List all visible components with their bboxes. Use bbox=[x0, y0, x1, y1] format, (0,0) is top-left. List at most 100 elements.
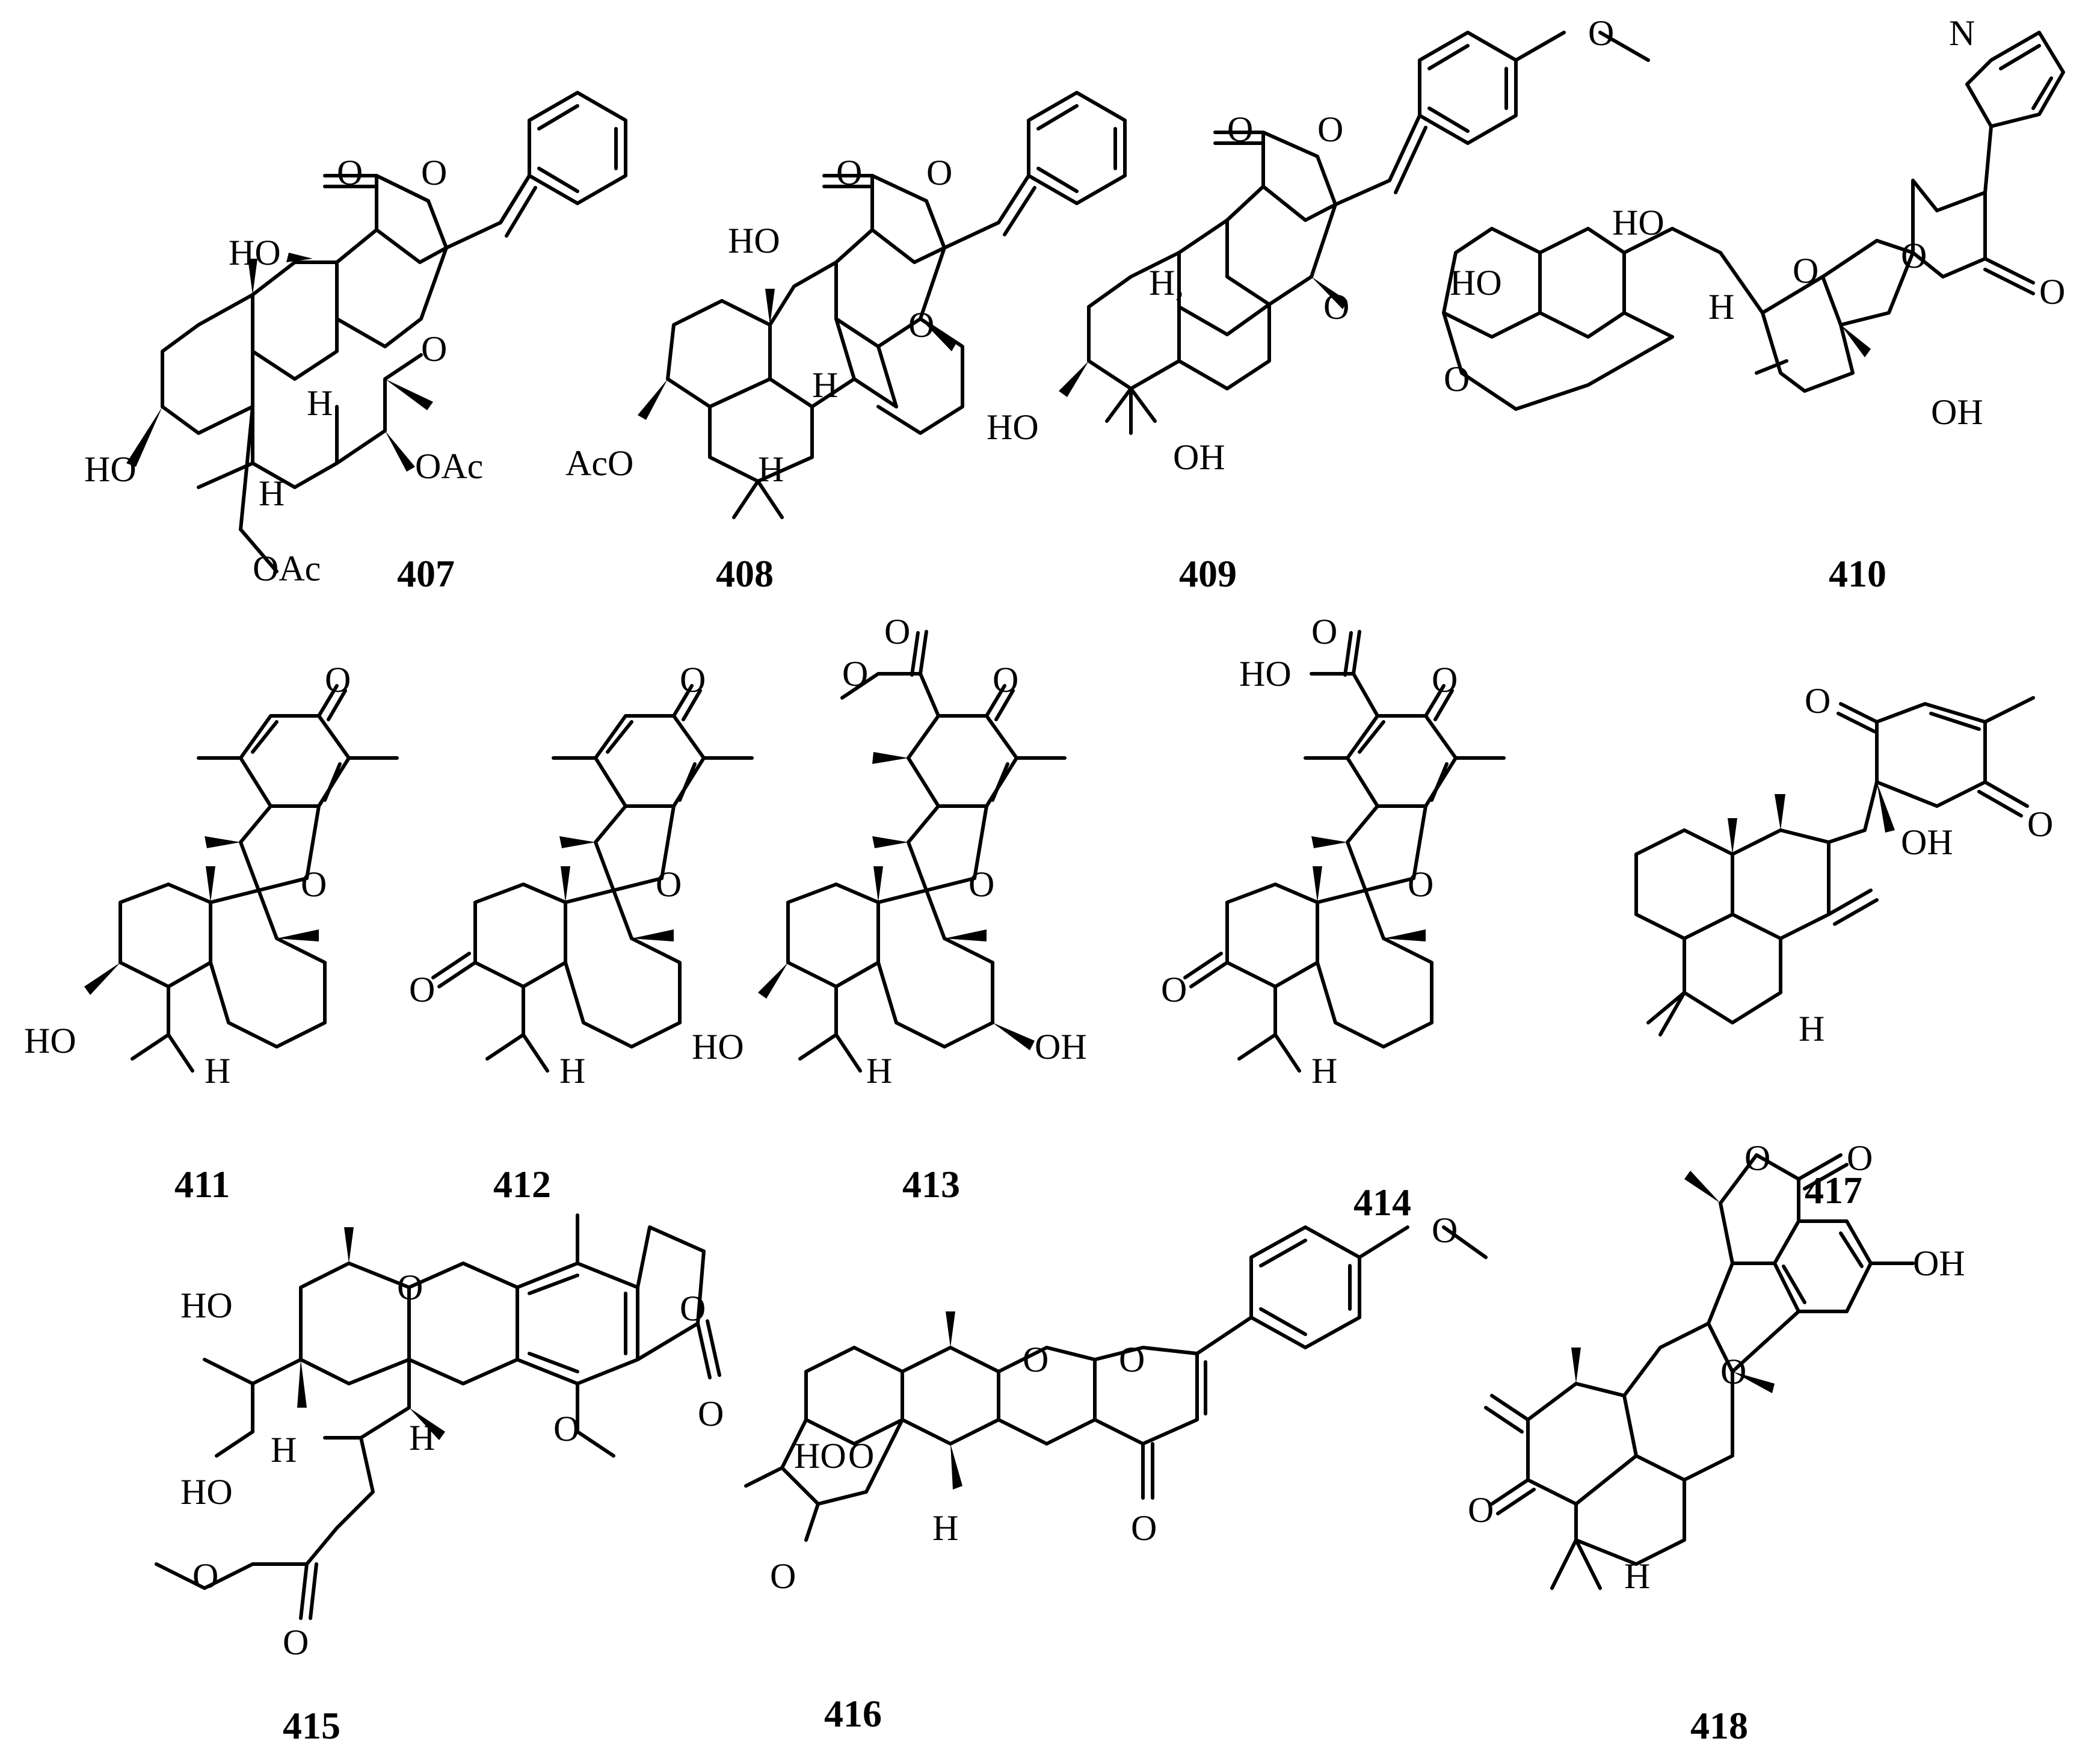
atom-o-412b: O bbox=[656, 864, 682, 904]
atom-o-411a: O bbox=[325, 660, 351, 700]
atom-o-413a: O bbox=[884, 612, 910, 652]
atom-ho-407a: HO bbox=[229, 233, 281, 273]
atom-h-413: H bbox=[866, 1051, 892, 1091]
atom-h-407b: H bbox=[259, 473, 285, 513]
atom-o-418a: O bbox=[1744, 1138, 1770, 1178]
atom-o-414c: O bbox=[1408, 864, 1433, 904]
atom-h-410: H bbox=[1708, 287, 1734, 327]
atom-o-407c: O bbox=[421, 329, 447, 369]
atom-h-408b: H bbox=[758, 449, 784, 489]
compound-416: O O O O HO O O H 416 bbox=[744, 1210, 1488, 1735]
atom-ho-411: HO bbox=[24, 1021, 76, 1061]
atom-oh-410: OH bbox=[1931, 392, 1983, 432]
compound-418: O O OH O O H 418 bbox=[1468, 1138, 1965, 1747]
atom-o-411b: O bbox=[301, 864, 327, 904]
compound-id-408: 408 bbox=[716, 552, 774, 595]
compound-id-418: 418 bbox=[1690, 1704, 1748, 1747]
atom-h-417: H bbox=[1799, 1009, 1824, 1049]
atom-o-412a: O bbox=[680, 660, 706, 700]
atom-o-415b: O bbox=[680, 1289, 706, 1328]
atom-h-414: H bbox=[1311, 1051, 1337, 1091]
compound-id-409: 409 bbox=[1179, 552, 1237, 595]
atom-o-417a: O bbox=[1805, 681, 1831, 721]
atom-oac-407a: OAc bbox=[415, 446, 483, 486]
compound-417: O O OH H 417 bbox=[1634, 681, 2053, 1212]
atom-h-411: H bbox=[205, 1051, 230, 1091]
compound-id-407: 407 bbox=[397, 552, 455, 595]
atom-o-414a: O bbox=[1311, 612, 1337, 652]
atom-aco-408: AcO bbox=[565, 443, 633, 483]
compound-408: O O O HO AcO H H 408 bbox=[565, 91, 1127, 595]
atom-ho-415b: HO bbox=[180, 1472, 233, 1512]
compound-410: N O O O HO HO O OH H 410 bbox=[1442, 13, 2065, 595]
compound-407: O O O HO HO OAc OAc H H 407 bbox=[84, 91, 627, 595]
atom-o-409a: O bbox=[1227, 109, 1253, 149]
compound-415: O O O O HO HO H H O O 415 bbox=[155, 1213, 724, 1747]
compound-id-412: 412 bbox=[493, 1163, 551, 1206]
atom-ho-409: HO bbox=[987, 407, 1039, 447]
atom-o-414d: O bbox=[1161, 970, 1187, 1009]
compound-id-416: 416 bbox=[824, 1692, 882, 1735]
atom-h-409: H, bbox=[1149, 263, 1184, 303]
atom-o-415d: O bbox=[553, 1409, 579, 1449]
atom-o-418b: O bbox=[1847, 1138, 1873, 1178]
atom-ho-415a: HO bbox=[180, 1286, 233, 1325]
atom-oh-417: OH bbox=[1901, 822, 1953, 862]
compound-414: O HO O O O H 414 bbox=[1161, 612, 1506, 1224]
atom-n-410: N bbox=[1949, 13, 1975, 53]
atom-o-410a: O bbox=[1793, 251, 1818, 291]
atom-o-408a: O bbox=[836, 153, 862, 193]
atom-o-414b: O bbox=[1432, 660, 1458, 700]
atom-ho-416: HO bbox=[794, 1436, 846, 1476]
atom-o-410b: O bbox=[1901, 236, 1927, 276]
atom-o-407b: O bbox=[421, 153, 447, 193]
atom-o-416c: O bbox=[1131, 1508, 1157, 1548]
atom-o-413d: O bbox=[968, 864, 994, 904]
atom-ho-413: HO bbox=[692, 1027, 744, 1067]
atom-o-412c: O bbox=[409, 970, 435, 1009]
compound-id-414: 414 bbox=[1353, 1181, 1411, 1224]
atom-o-409b: O bbox=[1317, 109, 1343, 149]
atom-o-415c: O bbox=[698, 1394, 724, 1434]
atom-o-407a: O bbox=[337, 153, 363, 193]
atom-o-410d: O bbox=[1444, 359, 1470, 399]
atom-oh-409: OH bbox=[1173, 437, 1225, 477]
atom-h-412: H bbox=[559, 1051, 585, 1091]
atom-o-413c: O bbox=[993, 660, 1018, 700]
atom-o-417b: O bbox=[2027, 804, 2053, 844]
atom-o-416a: O bbox=[1023, 1340, 1048, 1379]
atom-o-416b: O bbox=[1119, 1340, 1145, 1379]
atom-oac-407b: OAc bbox=[253, 549, 321, 588]
compound-411: O O HO H 411 bbox=[24, 660, 399, 1206]
atom-o-416d: O bbox=[1432, 1210, 1458, 1250]
atom-h-415b: H bbox=[409, 1418, 435, 1458]
compound-id-415: 415 bbox=[283, 1704, 340, 1747]
atom-ho-410b: HO bbox=[1450, 263, 1502, 303]
compound-id-417: 417 bbox=[1805, 1169, 1862, 1212]
compound-413: O O O O HO OH H 413 bbox=[692, 612, 1087, 1206]
atom-o-415a: O bbox=[397, 1268, 423, 1307]
compound-id-413: 413 bbox=[902, 1163, 960, 1206]
atom-o-410c: O bbox=[2039, 272, 2065, 312]
atom-o-416f: O bbox=[770, 1556, 796, 1596]
atom-ho-414: HO bbox=[1239, 654, 1292, 694]
atom-o-408b: O bbox=[926, 153, 952, 193]
atom-o-409c: O bbox=[1323, 287, 1349, 327]
atom-ho-410a: HO bbox=[1612, 203, 1664, 242]
atom-o-415e: O bbox=[192, 1556, 218, 1596]
atom-h-408a: H bbox=[812, 365, 838, 405]
atom-o-416e: O bbox=[848, 1436, 874, 1476]
atom-ho-408: HO bbox=[728, 221, 780, 260]
atom-o-418d: O bbox=[1468, 1490, 1494, 1530]
atom-o-413b: O bbox=[842, 654, 868, 694]
atom-ho-407b: HO bbox=[84, 449, 137, 489]
compound-id-410: 410 bbox=[1829, 552, 1886, 595]
atom-o-408c: O bbox=[908, 305, 934, 345]
compound-412: O O O H 412 bbox=[409, 660, 754, 1206]
atom-h-418: H bbox=[1624, 1556, 1650, 1596]
atom-h-416: H bbox=[932, 1508, 958, 1548]
atom-oh-418: OH bbox=[1913, 1243, 1965, 1283]
compound-id-411: 411 bbox=[174, 1163, 230, 1206]
compound-409: O O O O H, HO OH 409 bbox=[987, 13, 1650, 595]
